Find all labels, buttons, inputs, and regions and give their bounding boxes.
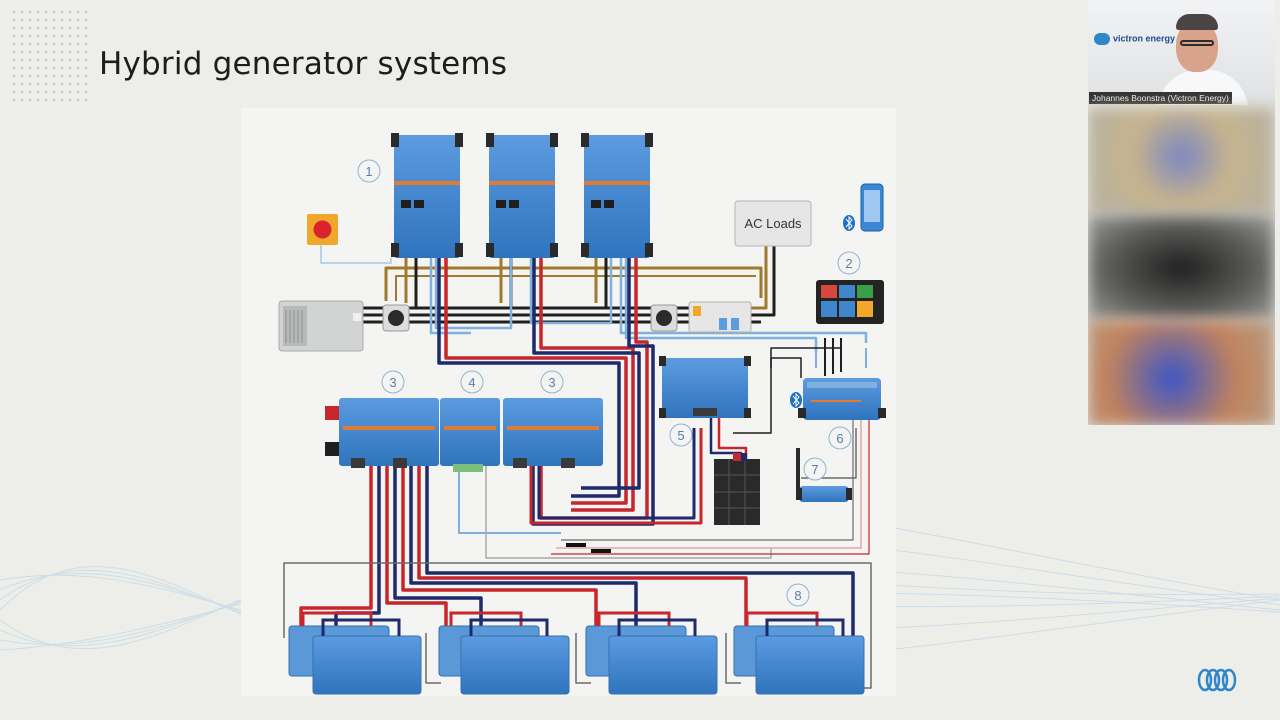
cerbo-gx-controller: [798, 378, 886, 420]
solar-panel-icon: [714, 453, 760, 525]
callout-8: 8: [786, 583, 810, 607]
emergency-stop-icon: [307, 214, 338, 245]
svg-text:3: 3: [548, 375, 555, 390]
svg-text:5: 5: [677, 428, 684, 443]
ac-loads-box: AC Loads: [734, 200, 812, 247]
background-brand-logo: victron energy: [1094, 33, 1175, 45]
lithium-battery-bank: [288, 625, 865, 695]
callout-7: 7: [803, 457, 827, 481]
svg-text:4: 4: [468, 375, 475, 390]
svg-text:2: 2: [845, 256, 852, 271]
callout-3-left: 3: [381, 370, 405, 394]
presenter-hair: [1176, 14, 1218, 30]
lynx-power-in-left: [325, 398, 439, 468]
smartphone-icon: [860, 183, 884, 232]
callout-6: 6: [828, 426, 852, 450]
callout-2: 2: [837, 251, 861, 275]
participant-video-tile[interactable]: [1088, 108, 1275, 214]
lynx-power-in-right: [503, 398, 603, 468]
svg-text:6: 6: [836, 431, 843, 446]
gx-touch-display: [816, 280, 884, 324]
ac-distribution-panel: [688, 301, 752, 333]
mppt-solar-charger: [659, 356, 751, 418]
callout-5: 5: [669, 423, 693, 447]
ac-switch-icon: [382, 304, 410, 332]
bluetooth-icon: [843, 215, 855, 231]
system-diagram: AC Loads: [241, 108, 896, 696]
decorative-dot-grid: [10, 8, 90, 103]
bluetooth-icon: [790, 392, 802, 408]
multiplus-inverter: [581, 133, 653, 258]
lynx-shunt: [440, 398, 500, 472]
presenter-video-tile[interactable]: victron energy Johannes Boonstra (Victro…: [1088, 0, 1275, 105]
victron-corner-logo-icon: [1197, 668, 1237, 692]
multiplus-inverter: [391, 133, 463, 258]
callout-4: 4: [460, 370, 484, 394]
callout-1: 1: [357, 159, 381, 183]
victron-logo-icon: [1094, 33, 1110, 45]
callout-3-right: 3: [540, 370, 564, 394]
presenter-name-label: Johannes Boonstra (Victron Energy): [1089, 92, 1232, 104]
ac-switch-icon: [650, 304, 678, 332]
ac-loads-label: AC Loads: [744, 216, 802, 231]
svg-text:8: 8: [794, 588, 801, 603]
participant-video-tile[interactable]: [1088, 320, 1275, 425]
presenter-glasses: [1180, 40, 1214, 46]
multiplus-inverter: [486, 133, 558, 258]
svg-text:7: 7: [811, 462, 818, 477]
participant-video-tile[interactable]: [1088, 215, 1275, 321]
slide-title: Hybrid generator systems: [99, 46, 508, 82]
wiring-diagram-svg: AC Loads: [278, 133, 886, 695]
generator-icon: [278, 300, 364, 352]
gx-gsm-modem: [796, 448, 852, 502]
svg-text:3: 3: [389, 375, 396, 390]
svg-text:1: 1: [365, 164, 372, 179]
video-call-panel: victron energy Johannes Boonstra (Victro…: [1088, 0, 1275, 425]
